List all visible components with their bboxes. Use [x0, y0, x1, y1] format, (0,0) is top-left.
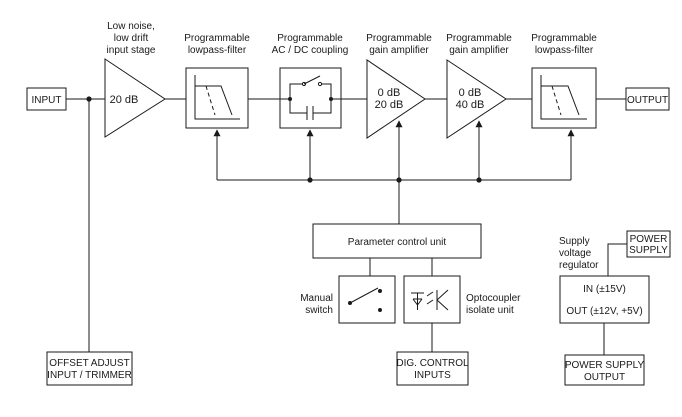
regulator-box: IN (±15V) OUT (±12V, +5V)	[559, 275, 650, 324]
lowpass-filter-1: Programmable lowpass-filter	[184, 33, 250, 129]
dig-control-label-1: DIG. CONTROL	[396, 358, 469, 369]
power-supply-label-2: SUPPLY	[629, 245, 668, 256]
regulator-label-2: voltage	[559, 248, 592, 259]
output-label: OUTPUT	[627, 95, 668, 106]
coupling-title-2: AC / DC coupling	[272, 45, 349, 56]
amp1-gain-low: 0 dB	[378, 87, 401, 99]
lpf2-title-2: lowpass-filter	[535, 45, 594, 56]
amp2-gain-low: 0 dB	[459, 87, 482, 99]
amp2-title-1: Programmable	[446, 33, 512, 44]
control-bus	[213, 120, 575, 224]
input-amplifier-triangle	[104, 58, 166, 138]
lpf2-title-1: Programmable	[531, 33, 597, 44]
lowpass-filter-2: Programmable lowpass-filter	[531, 33, 597, 129]
psu-output-label-1: POWER SUPPLY	[565, 360, 645, 371]
ac-dc-coupling: Programmable AC / DC coupling	[272, 33, 349, 129]
lpf1-title-1: Programmable	[184, 33, 250, 44]
optocoupler-unit: Optocoupler isolate unit	[403, 275, 521, 352]
manual-switch-label-2: switch	[305, 305, 333, 316]
coupling-switch-capacitor-icon	[280, 75, 341, 120]
regulator-out-label: OUT (±12V, +5V)	[566, 306, 642, 317]
output-box: OUTPUT	[625, 87, 670, 111]
manual-switch: Manual switch	[300, 275, 396, 324]
amp1-title-2: gain amplifier	[369, 45, 429, 56]
input-stage-title-3: input stage	[107, 45, 156, 56]
input-stage-gain: 20 dB	[110, 94, 139, 106]
power-supply-section: Supply voltage regulator POWER SUPPLY IN…	[559, 230, 671, 386]
manual-switch-label-1: Manual	[300, 293, 333, 304]
amp1-title-1: Programmable	[366, 33, 432, 44]
signal-path	[66, 96, 626, 352]
parameter-control-unit: Parameter control unit	[312, 223, 482, 276]
input-box: INPUT	[26, 87, 67, 111]
power-supply-output-box: POWER SUPPLY OUTPUT	[564, 354, 645, 386]
optocoupler-label-2: isolate unit	[466, 305, 514, 316]
offset-adjust-label-2: INPUT / TRIMMER	[47, 370, 132, 381]
gain-amplifier-1: Programmable gain amplifier 0 dB 20 dB	[366, 33, 432, 139]
switch-icon	[348, 287, 382, 312]
input-stage-title-2: low drift	[114, 33, 149, 44]
junction-dot	[86, 96, 92, 102]
offset-adjust-box: OFFSET ADJUST INPUT / TRIMMER	[46, 351, 133, 386]
optocoupler-icon	[411, 289, 449, 311]
parameter-control-label: Parameter control unit	[348, 237, 447, 248]
regulator-in-label: IN (±15V)	[583, 284, 626, 295]
lowpass-response-icon	[540, 75, 587, 120]
power-supply-label-1: POWER	[630, 234, 668, 245]
amp2-title-2: gain amplifier	[449, 45, 509, 56]
lpf1-title-2: lowpass-filter	[188, 45, 247, 56]
digital-control-inputs-box: DIG. CONTROL INPUTS	[396, 351, 469, 386]
psu-output-label-2: OUTPUT	[584, 372, 625, 383]
power-supply-box: POWER SUPPLY	[626, 230, 671, 258]
input-stage-title-1: Low noise,	[107, 21, 155, 32]
amp1-gain-high: 20 dB	[375, 99, 404, 111]
lowpass-response-icon	[194, 75, 240, 120]
regulator-label-1: Supply	[559, 236, 590, 247]
offset-adjust-label-1: OFFSET ADJUST	[49, 358, 129, 369]
coupling-title-1: Programmable	[277, 33, 343, 44]
input-stage: Low noise, low drift input stage 20 dB	[104, 21, 166, 138]
gain-amplifier-2: Programmable gain amplifier 0 dB 40 dB	[446, 33, 512, 139]
amp2-gain-high: 40 dB	[456, 99, 485, 111]
input-label: INPUT	[32, 95, 62, 106]
optocoupler-label-1: Optocoupler	[466, 293, 521, 304]
regulator-label-3: regulator	[559, 260, 599, 271]
dig-control-label-2: INPUTS	[414, 370, 451, 381]
